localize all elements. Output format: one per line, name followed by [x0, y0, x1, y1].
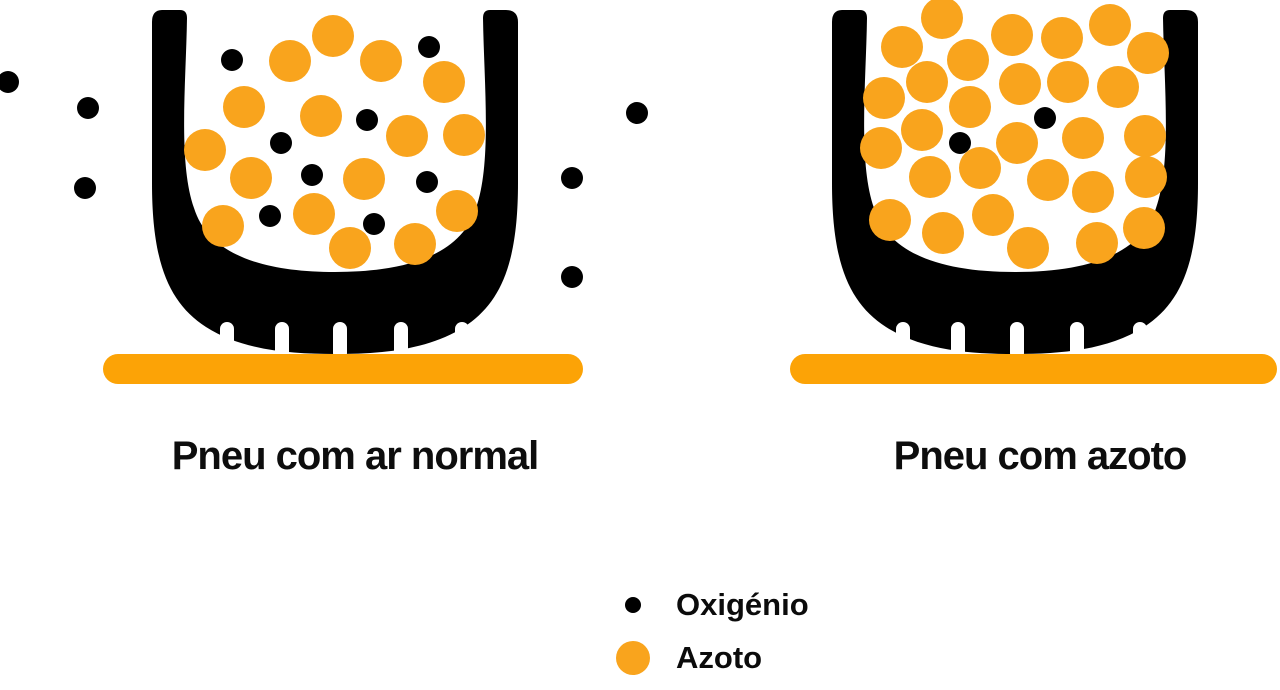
tire-shape: [152, 10, 518, 354]
azoto-molecule: [1041, 17, 1083, 59]
azoto-molecule: [1125, 156, 1167, 198]
legend-row-azoto: Azoto: [612, 639, 809, 677]
azoto-molecule: [1124, 115, 1166, 157]
road-bar: [103, 354, 583, 384]
oxigenio-molecule: [301, 164, 323, 186]
tread-nub: [1070, 322, 1084, 360]
oxigenio-molecule-escaped: [626, 102, 648, 124]
azoto-molecule: [312, 15, 354, 57]
oxigenio-molecule: [356, 109, 378, 131]
tread-nub: [1010, 322, 1024, 360]
azoto-molecule: [360, 40, 402, 82]
oxigenio-molecule-escaped: [561, 266, 583, 288]
azoto-molecule: [996, 122, 1038, 164]
azoto-molecule: [1072, 171, 1114, 213]
tire-title-normal-air: Pneu com ar normal: [171, 434, 540, 478]
azoto-molecule: [202, 205, 244, 247]
azoto-molecule: [394, 223, 436, 265]
azoto-molecule: [1089, 4, 1131, 46]
azoto-molecule: [1123, 207, 1165, 249]
azoto-molecule: [1027, 159, 1069, 201]
azoto-molecule: [443, 114, 485, 156]
oxigenio-molecule: [949, 132, 971, 154]
azoto-molecule: [386, 115, 428, 157]
azoto-molecule: [863, 77, 905, 119]
tread-nub: [455, 322, 469, 360]
azoto-molecule: [972, 194, 1014, 236]
oxigenio-molecule-escaped: [561, 167, 583, 189]
azoto-molecule: [949, 86, 991, 128]
tire-group-ar-normal: [0, 10, 648, 384]
azoto-molecule: [293, 193, 335, 235]
oxigenio-molecule: [259, 205, 281, 227]
oxigenio-molecule-escaped: [77, 97, 99, 119]
azoto-molecule: [1062, 117, 1104, 159]
azoto-molecule: [300, 95, 342, 137]
legend-label-oxigenio: Oxigénio: [676, 587, 809, 622]
oxigenio-dot-icon: [625, 597, 641, 613]
azoto-molecule: [1127, 32, 1169, 74]
legend-swatch-col: [612, 641, 654, 675]
legend-label-azoto: Azoto: [676, 640, 763, 675]
azoto-molecule: [869, 199, 911, 241]
azoto-dot-icon: [616, 641, 650, 675]
azoto-molecule: [423, 61, 465, 103]
azoto-molecule: [999, 63, 1041, 105]
tread-nub: [333, 322, 347, 360]
azoto-molecule: [921, 0, 963, 39]
tread-nub: [896, 322, 910, 360]
road-bar: [790, 354, 1277, 384]
azoto-molecule: [901, 109, 943, 151]
oxigenio-molecule: [221, 49, 243, 71]
azoto-molecule: [906, 61, 948, 103]
azoto-molecule: [223, 86, 265, 128]
tread-nub: [220, 322, 234, 360]
azoto-molecule: [184, 129, 226, 171]
azoto-molecule: [959, 147, 1001, 189]
azoto-molecule: [881, 26, 923, 68]
oxigenio-molecule: [363, 213, 385, 235]
oxigenio-molecule: [270, 132, 292, 154]
tire-title-nitrogen: Pneu com azoto: [893, 434, 1188, 478]
tire-shape: [832, 10, 1198, 354]
azoto-molecule: [860, 127, 902, 169]
azoto-molecule: [436, 190, 478, 232]
azoto-molecule: [329, 227, 371, 269]
azoto-molecule: [230, 157, 272, 199]
azoto-molecule: [1076, 222, 1118, 264]
oxigenio-molecule: [418, 36, 440, 58]
tread-nub: [951, 322, 965, 360]
azoto-molecule: [269, 40, 311, 82]
legend: Oxigénio Azoto: [612, 586, 809, 677]
tread-nub: [394, 322, 408, 360]
azoto-molecule: [343, 158, 385, 200]
tire-group-azoto: [790, 0, 1277, 384]
azoto-molecule: [909, 156, 951, 198]
azoto-molecule: [1097, 66, 1139, 108]
legend-row-oxigenio: Oxigénio: [612, 586, 809, 624]
oxigenio-molecule-escaped: [74, 177, 96, 199]
oxigenio-molecule: [416, 171, 438, 193]
azoto-molecule: [1047, 61, 1089, 103]
oxigenio-molecule: [1034, 107, 1056, 129]
azoto-molecule: [947, 39, 989, 81]
azoto-molecule: [991, 14, 1033, 56]
oxigenio-molecule-escaped: [0, 71, 19, 93]
legend-swatch-col: [612, 597, 654, 613]
azoto-molecule: [922, 212, 964, 254]
tread-nub: [275, 322, 289, 360]
azoto-molecule: [1007, 227, 1049, 269]
tread-nub: [1133, 322, 1147, 360]
